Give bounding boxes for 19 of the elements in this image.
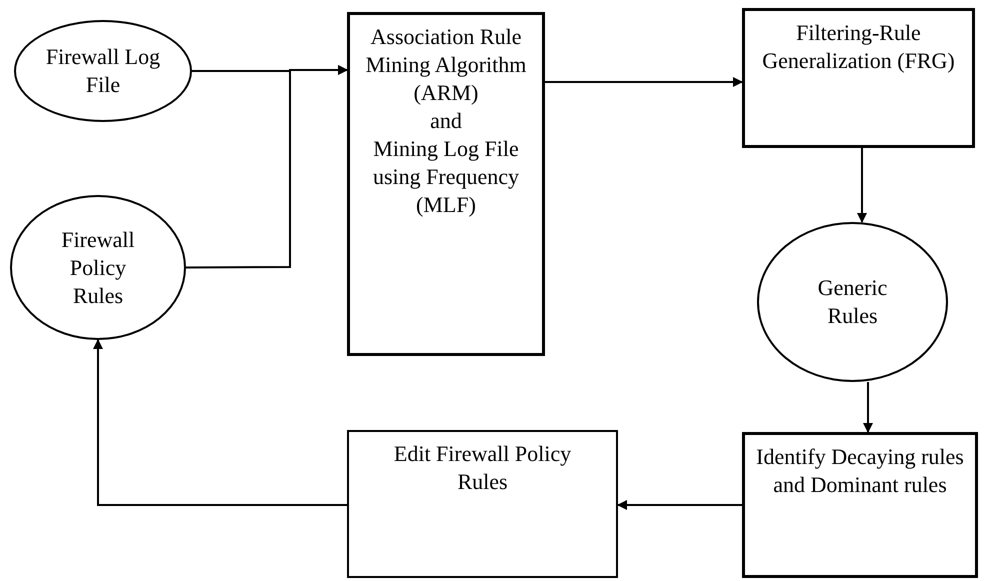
arrow: [617, 500, 742, 510]
arrow: [863, 382, 873, 433]
node-text: Firewall Policy Rules: [60, 226, 136, 310]
process-box: [347, 12, 545, 356]
arrow: [857, 148, 867, 223]
node-text: and: [430, 107, 462, 135]
process-box: [347, 430, 618, 578]
node-text: Association Rule Mining Algorithm (ARM): [364, 23, 528, 107]
arrow: [93, 339, 347, 506]
node-text: Firewall Log File: [44, 43, 162, 99]
node-text: Mining Log File using Frequency (MLF): [372, 135, 520, 219]
process-box: [742, 8, 975, 148]
arrow: [545, 77, 743, 87]
node-text: Edit Firewall Policy Rules: [392, 440, 572, 496]
node-text: Generic Rules: [816, 274, 888, 330]
arrow: [186, 65, 348, 268]
node-text: Filtering-Rule Generalization (FRG): [761, 19, 956, 75]
process-box: [742, 432, 978, 578]
node-text: Identify Decaying rules and Dominant rules: [755, 443, 965, 499]
